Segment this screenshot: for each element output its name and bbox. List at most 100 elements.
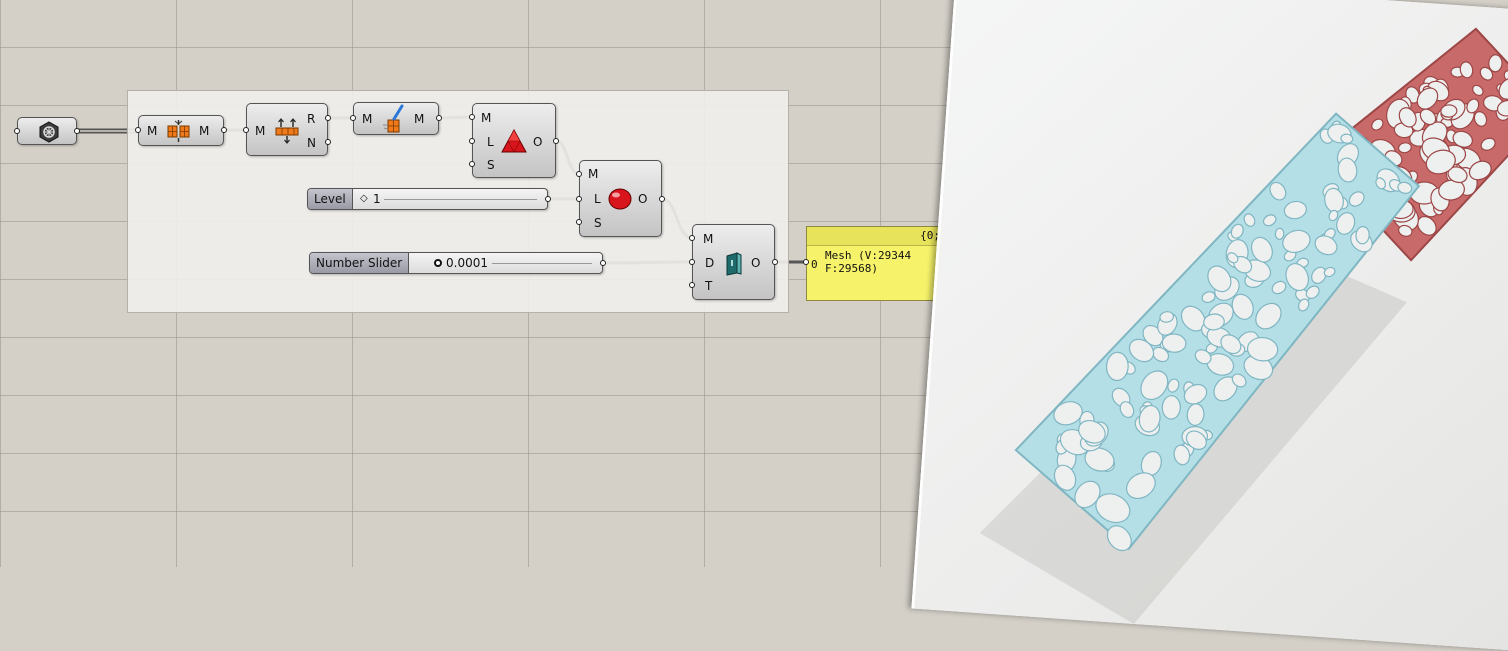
thicken-component[interactable]: M D T O <box>692 224 775 300</box>
secondary-mesh-tube-hole <box>1397 224 1413 237</box>
primary-mesh-tube-hole <box>1161 395 1181 420</box>
subdivide-o-pin[interactable] <box>553 138 559 144</box>
primary-mesh-tube-hole <box>1297 298 1310 312</box>
secondary-mesh-tube-hole <box>1440 104 1458 118</box>
primary-mesh-tube-hole <box>1282 229 1311 254</box>
input-param-out-pin[interactable] <box>74 128 80 134</box>
level-slider-out-pin[interactable] <box>545 196 551 202</box>
primary-mesh-tube-hole <box>1053 401 1083 426</box>
level-slider-diamond-icon[interactable]: ◇ <box>360 193 368 204</box>
mesh-params-icon <box>39 121 59 143</box>
primary-mesh-tube-hole <box>1128 338 1155 363</box>
smooth-m-pin[interactable] <box>576 171 582 177</box>
secondary-mesh-tube-hole <box>1397 142 1412 154</box>
panel-in-pin[interactable] <box>803 259 809 265</box>
subdivide-l-pin[interactable] <box>469 138 475 144</box>
primary-mesh-tube-hole <box>1311 266 1327 284</box>
thicken-input-d: D <box>705 256 715 270</box>
number-slider-knob[interactable] <box>434 259 442 267</box>
thicken-mesh-icon <box>726 252 742 276</box>
primary-mesh-tube-hole <box>1274 227 1285 240</box>
primary-mesh-tube-hole <box>1185 430 1207 450</box>
smooth-input-l: L <box>594 192 601 206</box>
clean-mesh-component[interactable]: M M <box>353 102 439 135</box>
number-slider-out-pin[interactable] <box>600 260 606 266</box>
red-sphere-smooth-icon <box>608 188 632 210</box>
smooth-o-pin[interactable] <box>659 196 665 202</box>
smooth-l-pin[interactable] <box>576 196 582 202</box>
grasshopper-canvas[interactable]: M M M R N M M M L <box>0 0 1000 567</box>
weld-out-pin[interactable] <box>221 127 227 133</box>
primary-mesh-tube-hole <box>1201 291 1216 303</box>
unify-r-pin[interactable] <box>325 115 331 121</box>
mesh-render <box>979 27 1508 624</box>
panel-line-1: Mesh (V:29344 <box>825 249 912 262</box>
weld-output-m: M <box>199 124 210 138</box>
primary-mesh-tube-hole <box>1119 401 1135 419</box>
primary-mesh-tube-hole <box>1340 133 1354 144</box>
panel-line-2: F:29568) <box>825 262 878 275</box>
clean-in-pin[interactable] <box>350 115 356 121</box>
subdivide-input-m: M <box>481 111 492 125</box>
secondary-mesh-tube-hole <box>1496 99 1508 117</box>
unify-normals-icon <box>275 118 299 144</box>
secondary-mesh-tube-hole <box>1473 111 1488 127</box>
primary-mesh-tube-hole <box>1173 444 1191 466</box>
thicken-m-pin[interactable] <box>689 235 695 241</box>
level-slider[interactable]: Level ◇ 1 <box>307 188 548 210</box>
primary-mesh-tube-hole <box>1269 181 1287 201</box>
clean-out-pin[interactable] <box>436 115 442 121</box>
panel-content: Mesh (V:29344 F:29568) <box>825 249 911 275</box>
primary-mesh-tube-hole <box>1105 351 1129 382</box>
thicken-input-m: M <box>703 232 714 246</box>
primary-mesh-tube-hole <box>1226 252 1239 264</box>
subdivide-input-s: S <box>487 158 495 172</box>
primary-mesh-tube-hole <box>1125 472 1156 500</box>
thicken-o-pin[interactable] <box>772 259 778 265</box>
level-slider-label: Level <box>308 189 353 209</box>
smooth-component[interactable]: M L S O <box>579 160 662 237</box>
subdivide-s-pin[interactable] <box>469 161 475 167</box>
mesh-input-param[interactable] <box>17 117 77 145</box>
unify-normals-component[interactable]: M R N <box>246 103 328 156</box>
primary-mesh-tube-hole <box>1314 235 1338 256</box>
smooth-input-s: S <box>594 216 602 230</box>
unify-output-n: N <box>307 136 316 150</box>
smooth-s-pin[interactable] <box>576 219 582 225</box>
secondary-mesh-tube-hole <box>1416 87 1439 110</box>
weld-mesh-component[interactable]: M M <box>138 115 224 146</box>
level-slider-track[interactable] <box>384 199 537 200</box>
level-slider-value: 1 <box>373 192 381 206</box>
primary-mesh-tube-hole <box>1255 302 1282 330</box>
thicken-output-o: O <box>751 256 761 270</box>
thicken-input-t: T <box>705 279 713 293</box>
panel-index: 0 <box>811 258 818 271</box>
primary-mesh-tube-hole <box>1348 191 1365 207</box>
render-viewport[interactable] <box>911 0 1508 651</box>
thicken-t-pin[interactable] <box>689 282 695 288</box>
number-slider[interactable]: Number Slider 0.0001 <box>309 252 603 274</box>
primary-mesh-tube-hole <box>1283 200 1307 220</box>
unify-output-r: R <box>307 112 316 126</box>
number-slider-value: 0.0001 <box>446 256 488 270</box>
primary-mesh-tube-hole <box>1053 464 1077 491</box>
secondary-mesh-tube-hole <box>1468 160 1492 181</box>
primary-mesh-tube-hole <box>1328 209 1339 222</box>
subdivide-m-pin[interactable] <box>469 114 475 120</box>
secondary-mesh-tube-hole <box>1438 179 1465 201</box>
secondary-mesh-tube-hole <box>1398 107 1417 128</box>
unify-n-pin[interactable] <box>325 139 331 145</box>
input-param-in-pin[interactable] <box>14 128 20 134</box>
primary-mesh-tube-hole <box>1106 525 1132 552</box>
secondary-mesh-tube-hole <box>1488 54 1503 73</box>
weld-in-pin[interactable] <box>135 127 141 133</box>
subdivide-component[interactable]: M L S O <box>472 103 556 178</box>
number-slider-track[interactable] <box>492 263 592 264</box>
primary-mesh-tube-hole <box>1095 493 1131 524</box>
secondary-mesh-tube-hole <box>1371 118 1384 131</box>
primary-mesh-tube-hole <box>1285 262 1310 292</box>
unify-in-pin[interactable] <box>243 127 249 133</box>
primary-mesh-tube-hole <box>1305 285 1320 299</box>
thicken-d-pin[interactable] <box>689 259 695 265</box>
primary-mesh-tube-hole <box>1243 213 1256 227</box>
